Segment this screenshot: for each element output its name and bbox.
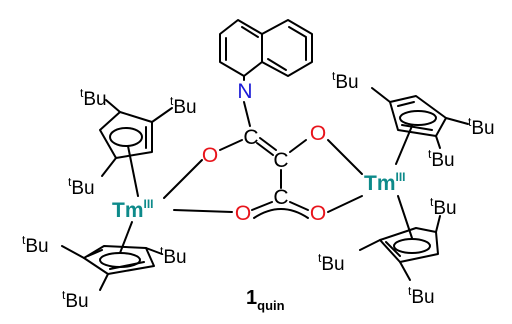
tert-butyl-label: tBu (170, 94, 197, 118)
quinoline-benzo-ring (261, 19, 313, 77)
tert-butyl-label: tBu (68, 175, 95, 199)
oxygen-atom-label: O (235, 202, 251, 225)
cp-ring-double-bond (109, 261, 145, 270)
ring-metal-bond (127, 145, 139, 197)
ring-metal-bond (395, 125, 413, 165)
quinoline-double-bond (288, 26, 307, 38)
cp-ring-double-bond (397, 101, 415, 107)
tbu-bond (399, 261, 411, 281)
tbu-bond (435, 215, 441, 233)
tert-butyl-label: tBu (80, 86, 107, 110)
tert-butyl-label: tBu (428, 147, 455, 171)
tbu-bond (61, 245, 85, 259)
carbon-atom-label: C (273, 149, 288, 172)
tbu-bond (435, 135, 441, 149)
cp-ring-double-bond (385, 241, 401, 257)
thulium-metal-label: TmIII (364, 170, 406, 195)
ring-centroid-ellipse (393, 238, 431, 254)
oxygen-atom-label: O (202, 144, 218, 167)
quinoline-group: N (219, 19, 313, 103)
oxygen-atom-label: O (310, 122, 326, 145)
quinoline-double-bond (267, 58, 287, 71)
tert-butyl-label: tBu (468, 115, 495, 139)
left-metal-center: TmIII tBu tBu tBu tBu tBu tBu (22, 86, 233, 312)
tert-butyl-label: tBu (22, 233, 49, 257)
right-metal-center: TmIII tBu tBu tBu tBu tBu tBu (318, 69, 495, 308)
cyclopentadienyl-ring (83, 245, 155, 275)
metal-oxygen-bond (163, 159, 203, 199)
tbu-bond (145, 247, 163, 255)
oxygen-atom-label: O (310, 202, 326, 225)
c-o-bond (219, 139, 243, 151)
tbu-bond (359, 239, 381, 251)
tbu-bond (151, 107, 173, 123)
ring-metal-bond (119, 221, 133, 254)
ring-centroid-ellipse (109, 127, 143, 147)
tbu-bond (105, 99, 121, 113)
c-o-bond (251, 201, 273, 211)
tert-butyl-label: tBu (430, 195, 457, 219)
compound-label: 1quin (246, 287, 285, 313)
c-c-double-bond (259, 137, 277, 151)
delocalized-bond-arc (253, 208, 309, 219)
tert-butyl-label: tBu (332, 69, 359, 93)
cyclopentadienyl-ring (99, 111, 153, 159)
tert-butyl-label: tBu (408, 284, 435, 308)
c-o-bond (289, 201, 309, 211)
carbon-atom-label: C (273, 186, 288, 209)
carbon-atom-label: C (243, 126, 258, 149)
cp-ring-double-bond (87, 249, 103, 257)
ring-metal-bond (397, 195, 413, 239)
cp-ring-double-bond (401, 124, 433, 131)
metal-oxygen-bond (327, 195, 363, 213)
tert-butyl-label: tBu (318, 251, 345, 275)
oxalate-bridge: C O C O C O O (202, 101, 326, 225)
thulium-metal-label: TmIII (112, 197, 154, 222)
tbu-bond (371, 87, 391, 103)
tert-butyl-label: tBu (62, 288, 89, 312)
tbu-bond (101, 157, 117, 177)
metal-oxygen-bond (327, 139, 363, 175)
ring-centroid-ellipse (399, 110, 437, 126)
c-o-bond (289, 139, 307, 153)
nitrogen-atom-label: N (237, 80, 252, 103)
tbu-bond (99, 273, 109, 291)
metal-oxygen-bond (173, 209, 233, 213)
c-c-double-bond (256, 142, 274, 156)
tert-butyl-label: tBu (160, 244, 187, 268)
n-c-bond (243, 101, 251, 127)
quinoline-double-bond (241, 26, 259, 38)
cyclopentadienyl-ring (389, 95, 447, 137)
tbu-bond (445, 117, 469, 125)
